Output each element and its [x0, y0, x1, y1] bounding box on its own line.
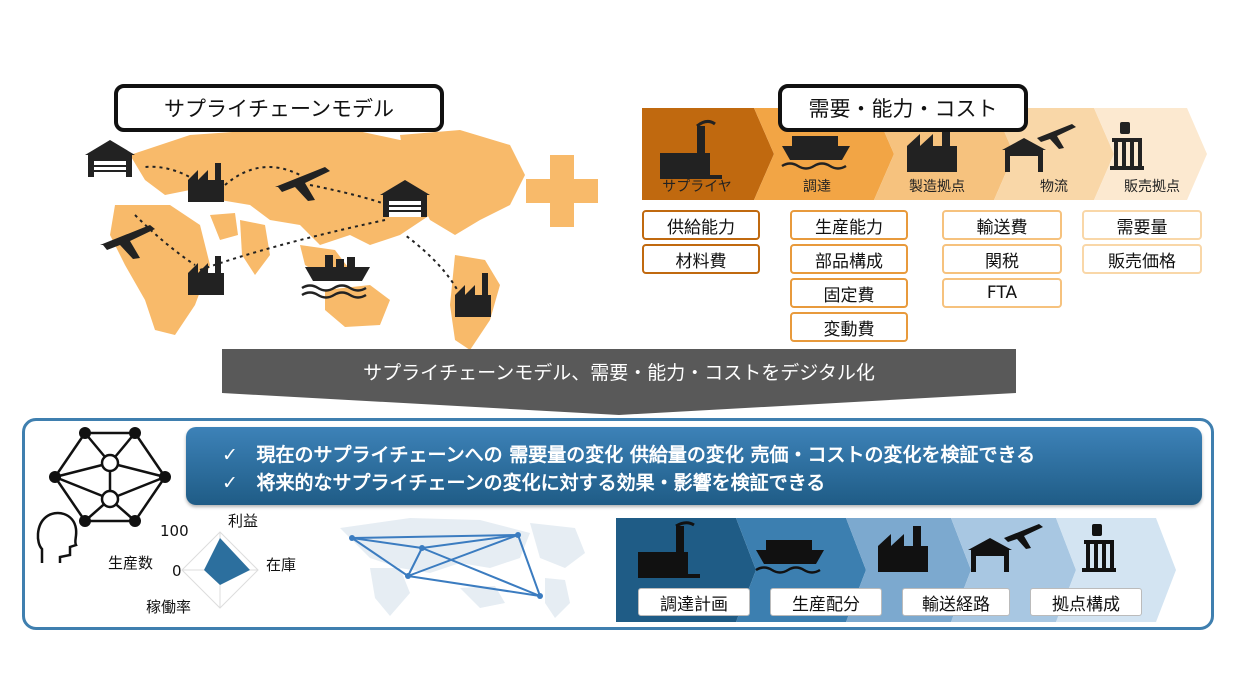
benefit-line-2: ✓ 将来的なサプライチェーンの変化に対する効果・影響を検証できる	[222, 468, 825, 495]
factory-icon	[878, 526, 928, 572]
supply-chain-model-title: サプライチェーンモデル	[114, 84, 444, 132]
check-icon: ✓	[222, 472, 238, 494]
stage-label-procurement: 調達	[803, 179, 831, 195]
warehouse-icon	[380, 180, 430, 217]
stage-label-sales: 販売拠点	[1124, 179, 1180, 195]
network-icon	[45, 425, 175, 535]
procurement-tag: 生産能力	[790, 210, 908, 240]
logistics-tag: FTA	[942, 278, 1062, 308]
logistics-tag: 輸送費	[942, 210, 1062, 240]
demand-capacity-cost-title-text: 需要・能力・コスト	[808, 97, 998, 121]
logistics-tag: 関税	[942, 244, 1062, 274]
factory-icon	[455, 273, 491, 317]
stage-logistics	[994, 108, 1114, 200]
supplier-tag: 供給能力	[642, 210, 760, 240]
ship-icon	[301, 255, 370, 299]
airplane-icon	[100, 225, 155, 259]
person-icon	[32, 505, 82, 565]
plan-tag-sites: 拠点構成	[1030, 588, 1142, 616]
plan-tag-transport: 輸送経路	[902, 588, 1010, 616]
factory-icon	[188, 163, 224, 202]
sales-tag: 需要量	[1082, 210, 1202, 240]
radar-label-inventory: 在庫	[266, 556, 297, 574]
digitize-banner: サプライチェーンモデル、需要・能力・コストをデジタル化	[222, 349, 1016, 415]
route-network-map	[330, 508, 590, 620]
benefits-banner	[186, 427, 1202, 505]
benefit-text-2: 将来的なサプライチェーンの変化に対する効果・影響を検証できる	[256, 472, 826, 494]
radar-label-profit: 利益	[228, 512, 259, 530]
store-icon	[1082, 524, 1116, 572]
stage-label-logistics: 物流	[1040, 179, 1068, 195]
procurement-tag: 固定費	[790, 278, 908, 308]
radar-axis-max: 100	[160, 522, 189, 540]
ship-icon	[781, 136, 850, 170]
stage-label-supplier: サプライヤ	[662, 179, 732, 195]
radar-axis-min: 0	[172, 562, 182, 580]
digitize-banner-text: サプライチェーンモデル、需要・能力・コストをデジタル化	[363, 361, 875, 384]
factory-icon	[660, 119, 722, 179]
factory-icon	[907, 126, 957, 172]
ship-icon	[755, 540, 824, 574]
store-icon	[1110, 122, 1144, 170]
warehouse-plane-icon	[1002, 124, 1076, 172]
benefit-line-1: ✓ 現在のサプライチェーンへの 需要量の変化 供給量の変化 売価・コストの変化を…	[222, 440, 1035, 467]
demand-capacity-cost-title: 需要・能力・コスト	[778, 84, 1028, 132]
world-map-graphic	[85, 125, 525, 350]
supplier-tag: 材料費	[642, 244, 760, 274]
factory-icon	[188, 256, 224, 295]
check-icon: ✓	[222, 444, 238, 466]
procurement-tag: 部品構成	[790, 244, 908, 274]
plan-tag-procurement: 調達計画	[638, 588, 750, 616]
airplane-icon	[275, 167, 330, 201]
radar-chart	[180, 530, 260, 610]
stage-label-manufacturing: 製造拠点	[909, 179, 965, 195]
supply-chain-model-title-text: サプライチェーンモデル	[164, 97, 394, 121]
radar-label-utilization: 稼働率	[146, 598, 192, 616]
factory-icon	[638, 521, 700, 578]
benefit-text-1: 現在のサプライチェーンへの 需要量の変化 供給量の変化 売価・コストの変化を検証…	[256, 444, 1036, 466]
sales-tag: 販売価格	[1082, 244, 1202, 274]
warehouse-plane-icon	[968, 524, 1043, 572]
procurement-tag: 変動費	[790, 312, 908, 342]
radar-label-production: 生産数	[108, 554, 154, 572]
supply-chain-map	[70, 95, 530, 355]
warehouse-icon	[85, 140, 135, 177]
plan-tag-production: 生産配分	[770, 588, 882, 616]
radar-area	[204, 538, 250, 585]
plus-icon	[526, 155, 598, 227]
